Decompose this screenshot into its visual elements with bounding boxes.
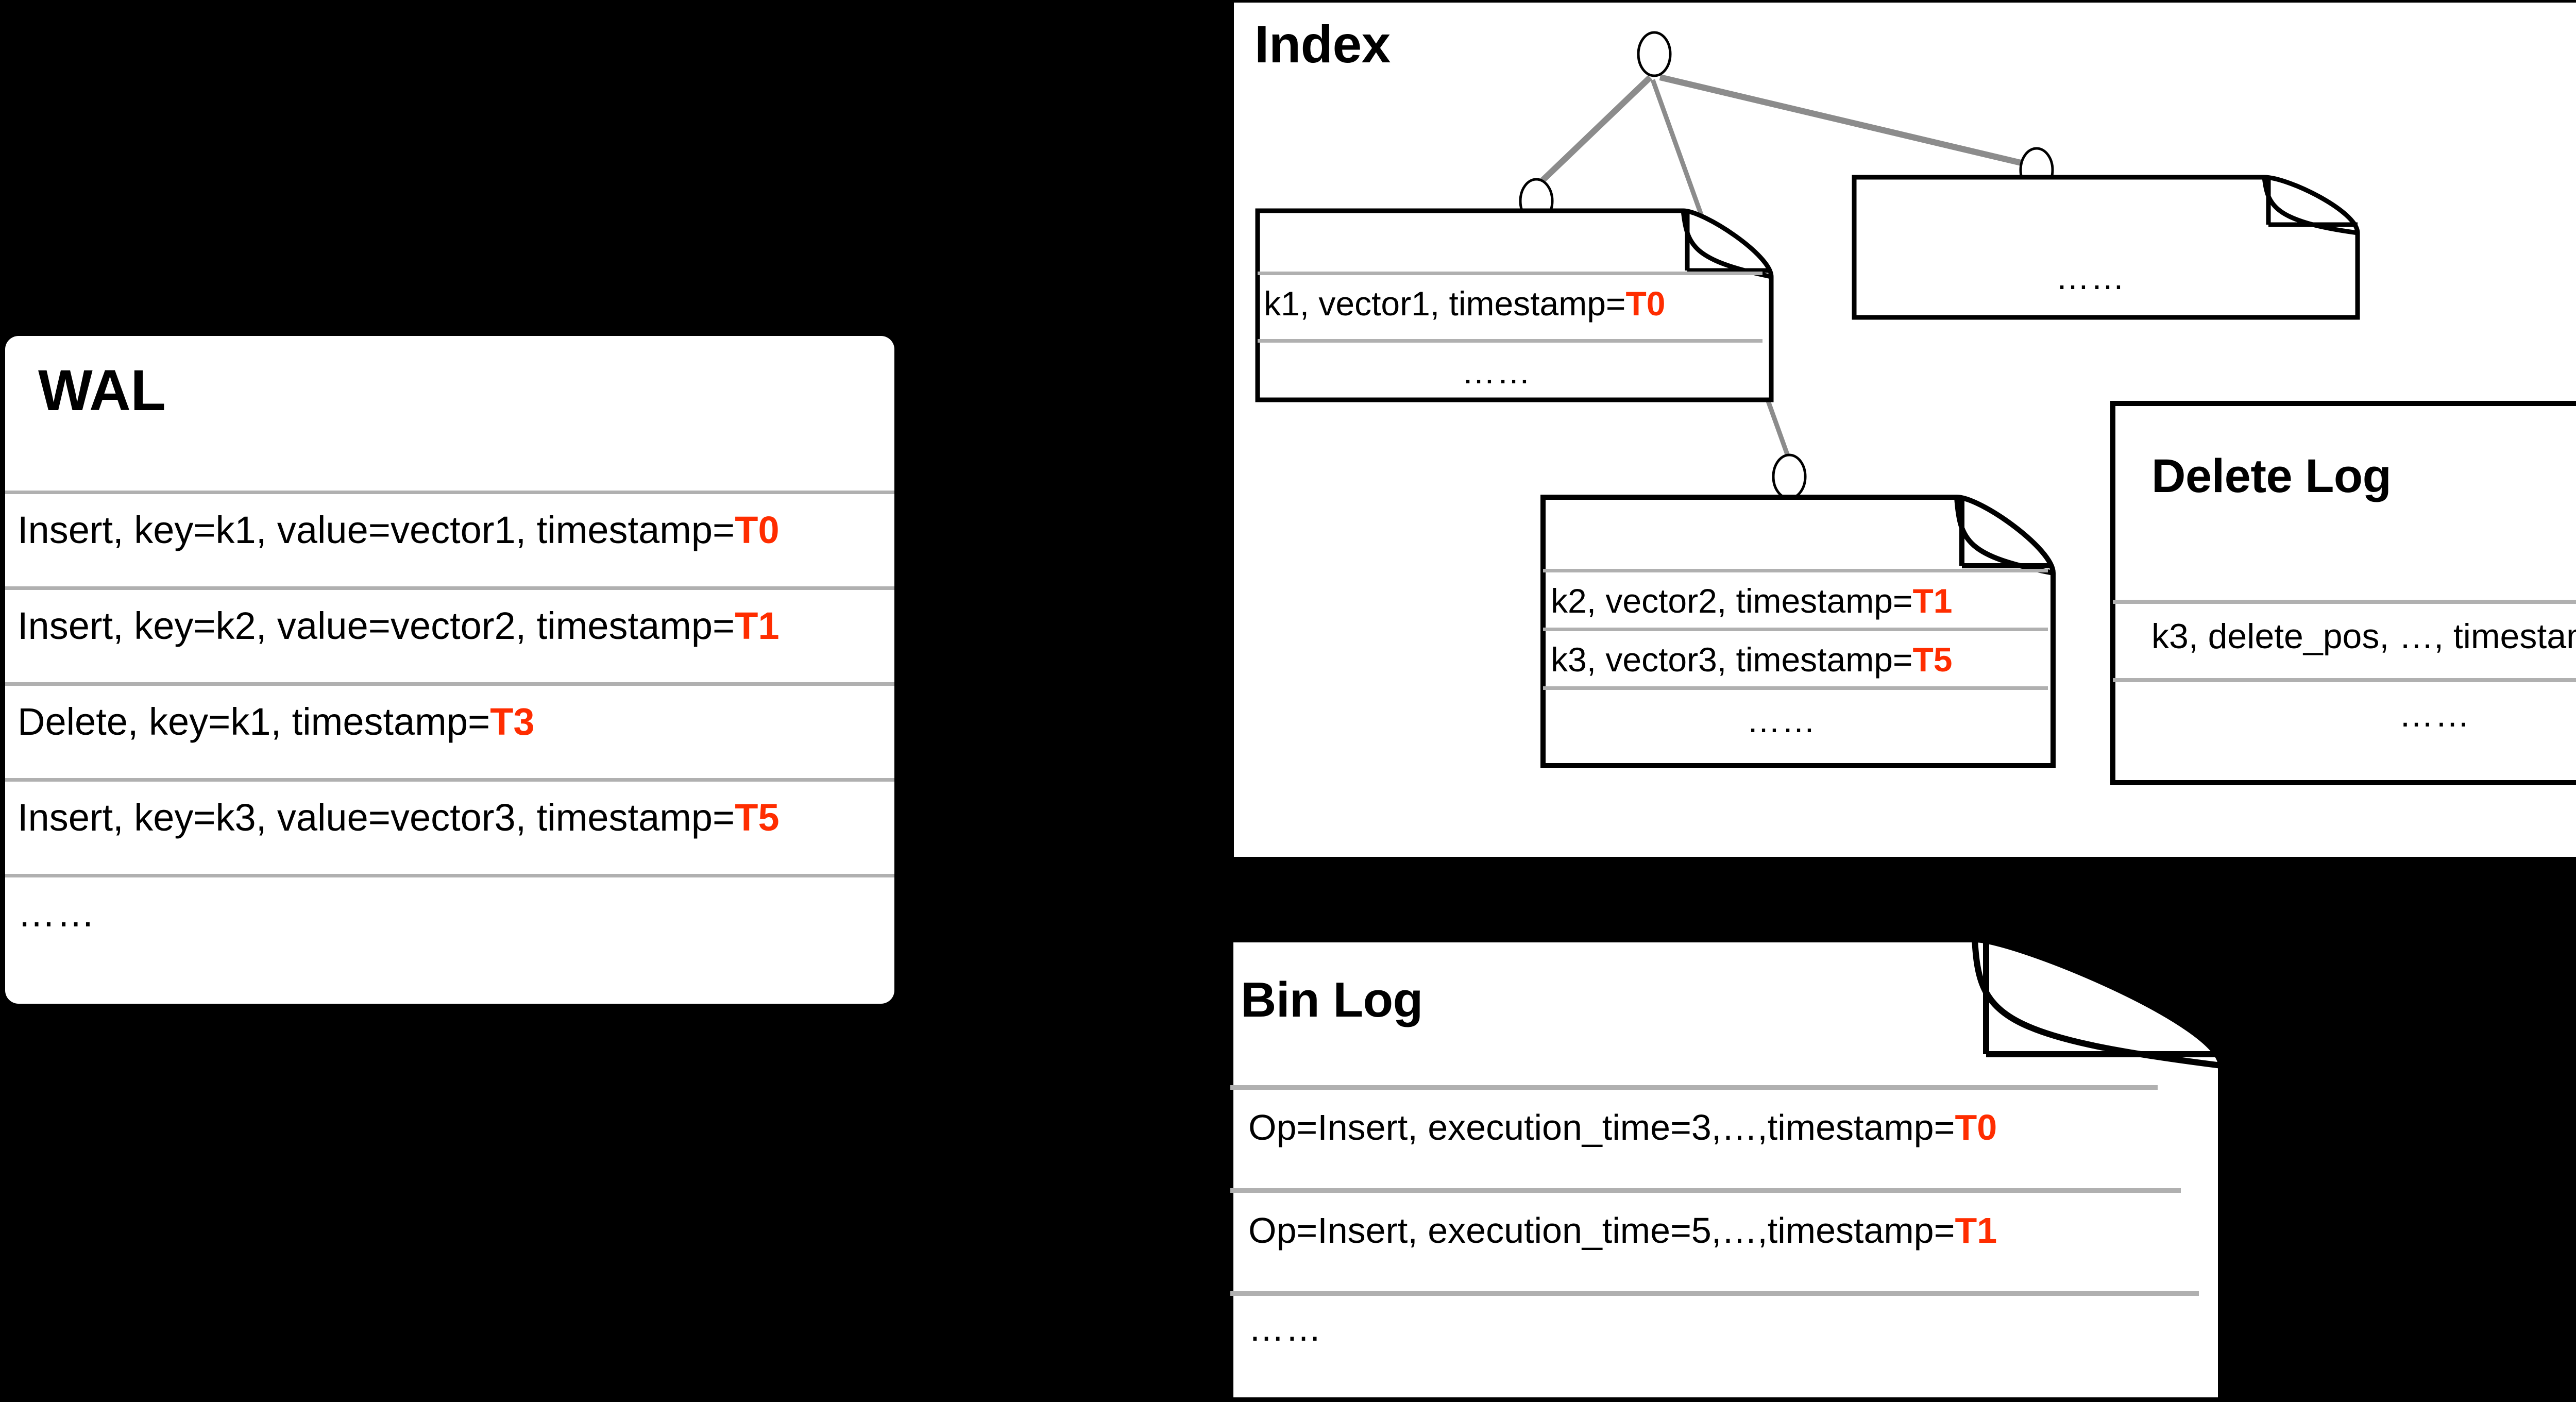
bin-log-row-1-timestamp: T1 [1955,1210,1997,1251]
leaf-k1-separator [1258,339,1762,343]
leaf-k2k3-separator [1543,686,2048,690]
delete-log-title: Delete Log [2151,450,2392,502]
delete-log-separator [2113,600,2576,604]
doc-shape-ellipsis [1852,175,2360,320]
leaf-k2k3-row-0-timestamp: T1 [1912,582,1953,620]
leaf-k2k3-row-1: k3, vector3, timestamp=T5 [1551,640,1952,679]
index-leaf-ellipsis-doc: …… [1852,175,2360,320]
leaf-k2k3-row-1-text: k3, vector3, timestamp= [1551,640,1913,679]
wal-row-2-text: Delete, key=k1, timestamp= [18,700,490,743]
delete-log-row-0: k3, delete_pos, …, timestamp=T3 [2151,616,2576,656]
wal-row-2: Delete, key=k1, timestamp=T3 [18,700,535,744]
leaf-k2k3-row-0-text: k2, vector2, timestamp= [1551,582,1913,620]
wal-separator [5,682,894,686]
leaf-k1-separator [1258,272,1762,275]
bin-log-title: Bin Log [1241,972,1423,1027]
index-title: Index [1255,15,1391,74]
wal-row-3: Insert, key=k3, value=vector3, timestamp… [18,796,779,839]
wal-row-3-timestamp: T5 [735,796,779,839]
doc-shape-delete-log [2110,401,2576,785]
bin-log-panel: Bin Log Op=Insert, execution_time=3,…,ti… [1227,936,2225,1402]
bin-log-separator [1230,1291,2199,1296]
wal-row-2-timestamp: T3 [490,700,535,743]
wal-row-0: Insert, key=k1, value=vector1, timestamp… [18,508,779,552]
wal-row-1-timestamp: T1 [735,604,779,647]
leaf-k1-row-0-text: k1, vector1, timestamp= [1264,284,1626,323]
bin-log-row-0-text: Op=Insert, execution_time=3,…,timestamp= [1248,1107,1955,1147]
wal-row-4-ellipsis: …… [18,892,96,935]
wal-row-1-text: Insert, key=k2, value=vector2, timestamp… [18,604,735,647]
leaf-k2k3-separator [1543,628,2048,631]
leaf-k2k3-row-0: k2, vector2, timestamp=T1 [1551,581,1952,620]
index-leaf-k1-doc: k1, vector1, timestamp=T0 …… [1255,208,1774,402]
wal-separator [5,586,894,590]
wal-row-0-timestamp: T0 [735,509,779,551]
leaf-k2k3-separator [1543,569,2048,572]
bin-log-row-0-timestamp: T0 [1955,1107,1997,1147]
bin-log-row-1: Op=Insert, execution_time=5,…,timestamp=… [1248,1210,1997,1251]
wal-separator [5,778,894,782]
doc-shape-bin-log [1227,936,2224,1402]
wal-panel: WAL Insert, key=k1, value=vector1, times… [5,336,894,1004]
index-leaf-k2k3-doc: k2, vector2, timestamp=T1 k3, vector3, t… [1540,495,2056,768]
doc-shape-k2k3 [1540,495,2056,768]
leaf-k2k3-ellipsis: …… [1747,701,1817,739]
delete-log-ellipsis: …… [2399,695,2471,734]
wal-separator [5,874,894,877]
delete-log-row-0-text: k3, delete_pos, …, timestamp= [2151,617,2576,656]
delete-log-separator [2113,678,2576,682]
wal-title: WAL [38,358,166,423]
wal-row-0-text: Insert, key=k1, value=vector1, timestamp… [18,509,735,551]
wal-separator [5,491,894,494]
bin-log-row-1-text: Op=Insert, execution_time=5,…,timestamp= [1248,1210,1955,1251]
leaf-k1-ellipsis: …… [1462,352,1532,391]
delete-log-panel: Delete Log k3, delete_pos, …, timestamp=… [2110,401,2576,785]
wal-row-3-text: Insert, key=k3, value=vector3, timestamp… [18,796,735,839]
bin-log-separator [1230,1188,2181,1193]
leaf-k1-row-0: k1, vector1, timestamp=T0 [1264,284,1665,323]
leaf-k2k3-row-1-timestamp: T5 [1912,640,1953,679]
leaf-k1-row-0-timestamp: T0 [1625,284,1666,323]
bin-log-separator [1230,1085,2158,1090]
wal-row-1: Insert, key=k2, value=vector2, timestamp… [18,604,779,648]
doc-shape-k1 [1255,208,1774,402]
leaf-ellipsis-text: …… [2056,258,2126,296]
bin-log-row-0: Op=Insert, execution_time=3,…,timestamp=… [1248,1107,1997,1148]
bin-log-ellipsis: …… [1248,1308,1323,1348]
